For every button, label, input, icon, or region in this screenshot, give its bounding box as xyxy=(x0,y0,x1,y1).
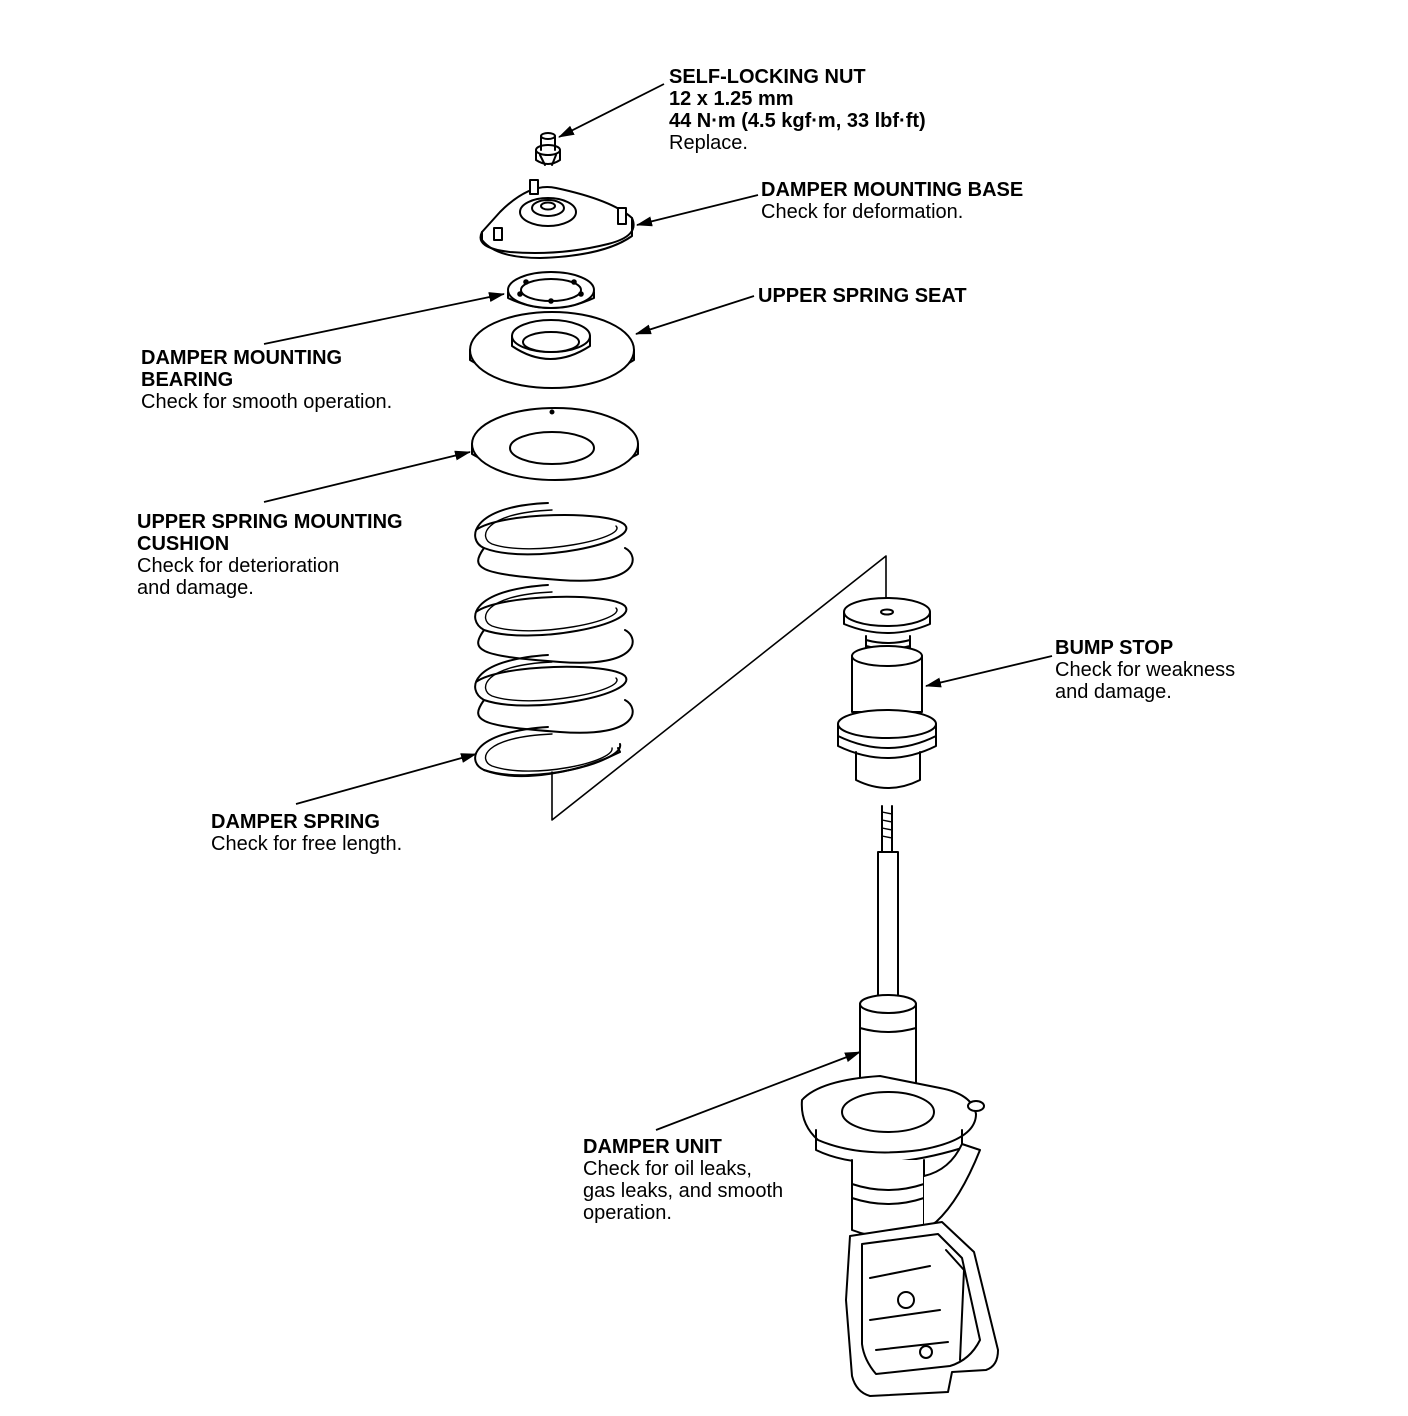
callout-note-line-1: Check for oil leaks, xyxy=(583,1158,752,1180)
bump-stop-leader xyxy=(925,655,1053,688)
callout-bump-stop: BUMP STOP Check for weakness and damage. xyxy=(1055,637,1235,703)
callout-damper-unit: DAMPER UNIT Check for oil leaks, gas lea… xyxy=(583,1136,783,1224)
callout-title-line-2: CUSHION xyxy=(137,533,230,555)
callout-note-line-1: Check for weakness xyxy=(1055,659,1236,681)
callout-note: Check for free length. xyxy=(211,833,403,855)
callout-note-line-3: operation. xyxy=(583,1202,672,1224)
callout-title-line-1: DAMPER MOUNTING xyxy=(141,347,343,369)
callout-title: BUMP STOP xyxy=(1055,637,1174,659)
cushion-leader xyxy=(263,450,471,503)
callout-torque: 44 N·m (4.5 kgf·m, 33 lbf·ft) xyxy=(669,110,926,132)
callout-title: SELF-LOCKING NUT xyxy=(669,66,866,88)
callout-damper-mounting-bearing: DAMPER MOUNTING BEARING Check for smooth… xyxy=(141,347,392,413)
callout-title: DAMPER SPRING xyxy=(211,811,380,833)
callout-note-line-2: and damage. xyxy=(1055,681,1172,703)
callout-title-line-1: UPPER SPRING MOUNTING xyxy=(137,511,403,533)
bump-stop xyxy=(837,597,937,789)
damper-unit xyxy=(800,805,999,1397)
damper-mounting-bearing xyxy=(507,271,595,309)
upper-spring-mounting-cushion xyxy=(471,407,639,481)
callout-note-line-2: and damage. xyxy=(137,577,254,599)
callout-damper-spring: DAMPER SPRING Check for free length. xyxy=(211,811,402,855)
base-leader xyxy=(636,194,759,227)
upper-spring-seat xyxy=(469,311,635,389)
callout-note: Check for deformation. xyxy=(761,201,964,223)
callout-size: 12 x 1.25 mm xyxy=(669,88,794,110)
callout-title: UPPER SPRING SEAT xyxy=(758,285,967,307)
callout-title: DAMPER UNIT xyxy=(583,1136,722,1158)
callout-upper-spring-mounting-cushion: UPPER SPRING MOUNTING CUSHION Check for … xyxy=(137,511,403,599)
callout-damper-mounting-base: DAMPER MOUNTING BASE Check for deformati… xyxy=(761,179,1023,223)
spring-leader xyxy=(295,753,477,805)
damper-unit-leader xyxy=(655,1051,861,1131)
callout-title-line-2: BEARING xyxy=(141,369,234,391)
callout-title: DAMPER MOUNTING BASE xyxy=(761,179,1024,201)
self-locking-nut xyxy=(535,132,561,166)
damper-mounting-base xyxy=(479,179,635,259)
upper-seat-leader xyxy=(635,295,755,335)
alignment-guide-line xyxy=(551,555,887,821)
nut-leader xyxy=(558,83,665,138)
callout-note: Check for smooth operation. xyxy=(141,391,393,413)
callout-self-locking-nut: SELF-LOCKING NUT 12 x 1.25 mm 44 N·m (4.… xyxy=(669,66,926,154)
callout-note-line-2: gas leaks, and smooth xyxy=(583,1180,784,1202)
callout-note-line-1: Check for deterioration xyxy=(137,555,340,577)
bearing-leader xyxy=(263,292,505,345)
damper-spring xyxy=(474,502,634,778)
callout-note: Replace. xyxy=(669,132,748,154)
callout-upper-spring-seat: UPPER SPRING SEAT xyxy=(758,285,967,307)
